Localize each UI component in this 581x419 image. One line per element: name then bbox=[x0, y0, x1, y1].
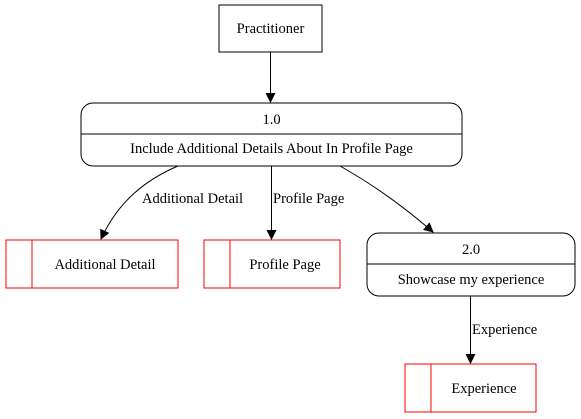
process-1-0-label: Include Additional Details About In Prof… bbox=[130, 141, 413, 157]
flow-to-additional-detail-label: Additional Detail bbox=[142, 191, 243, 207]
process-2-0: 2.0 Showcase my experience bbox=[366, 232, 576, 297]
flow-to-experience-label: Experience bbox=[472, 322, 537, 338]
process-1-0: 1.0 Include Additional Details About In … bbox=[80, 102, 463, 167]
process-2-0-label: Showcase my experience bbox=[398, 272, 545, 288]
flow-to-process-2-0 bbox=[339, 165, 434, 233]
store-experience-box bbox=[404, 363, 537, 413]
store-additional-detail-label: Additional Detail bbox=[54, 257, 155, 273]
store-profile-page-label: Profile Page bbox=[249, 257, 320, 273]
store-additional-detail: Additional Detail bbox=[5, 239, 179, 289]
store-profile-page-box bbox=[203, 239, 341, 289]
flow-to-additional-detail bbox=[100, 165, 179, 240]
store-experience-label: Experience bbox=[451, 381, 516, 397]
entity-practitioner-box bbox=[218, 4, 323, 53]
process-1-0-id: 1.0 bbox=[262, 112, 280, 128]
process-2-0-id: 2.0 bbox=[462, 242, 480, 258]
flow-to-profile-page-label: Profile Page bbox=[273, 191, 344, 207]
store-profile-page: Profile Page bbox=[203, 239, 341, 289]
store-experience: Experience bbox=[404, 363, 537, 413]
entity-practitioner: Practitioner bbox=[218, 4, 323, 53]
store-additional-detail-box bbox=[5, 239, 179, 289]
entity-practitioner-label: Practitioner bbox=[237, 21, 305, 37]
